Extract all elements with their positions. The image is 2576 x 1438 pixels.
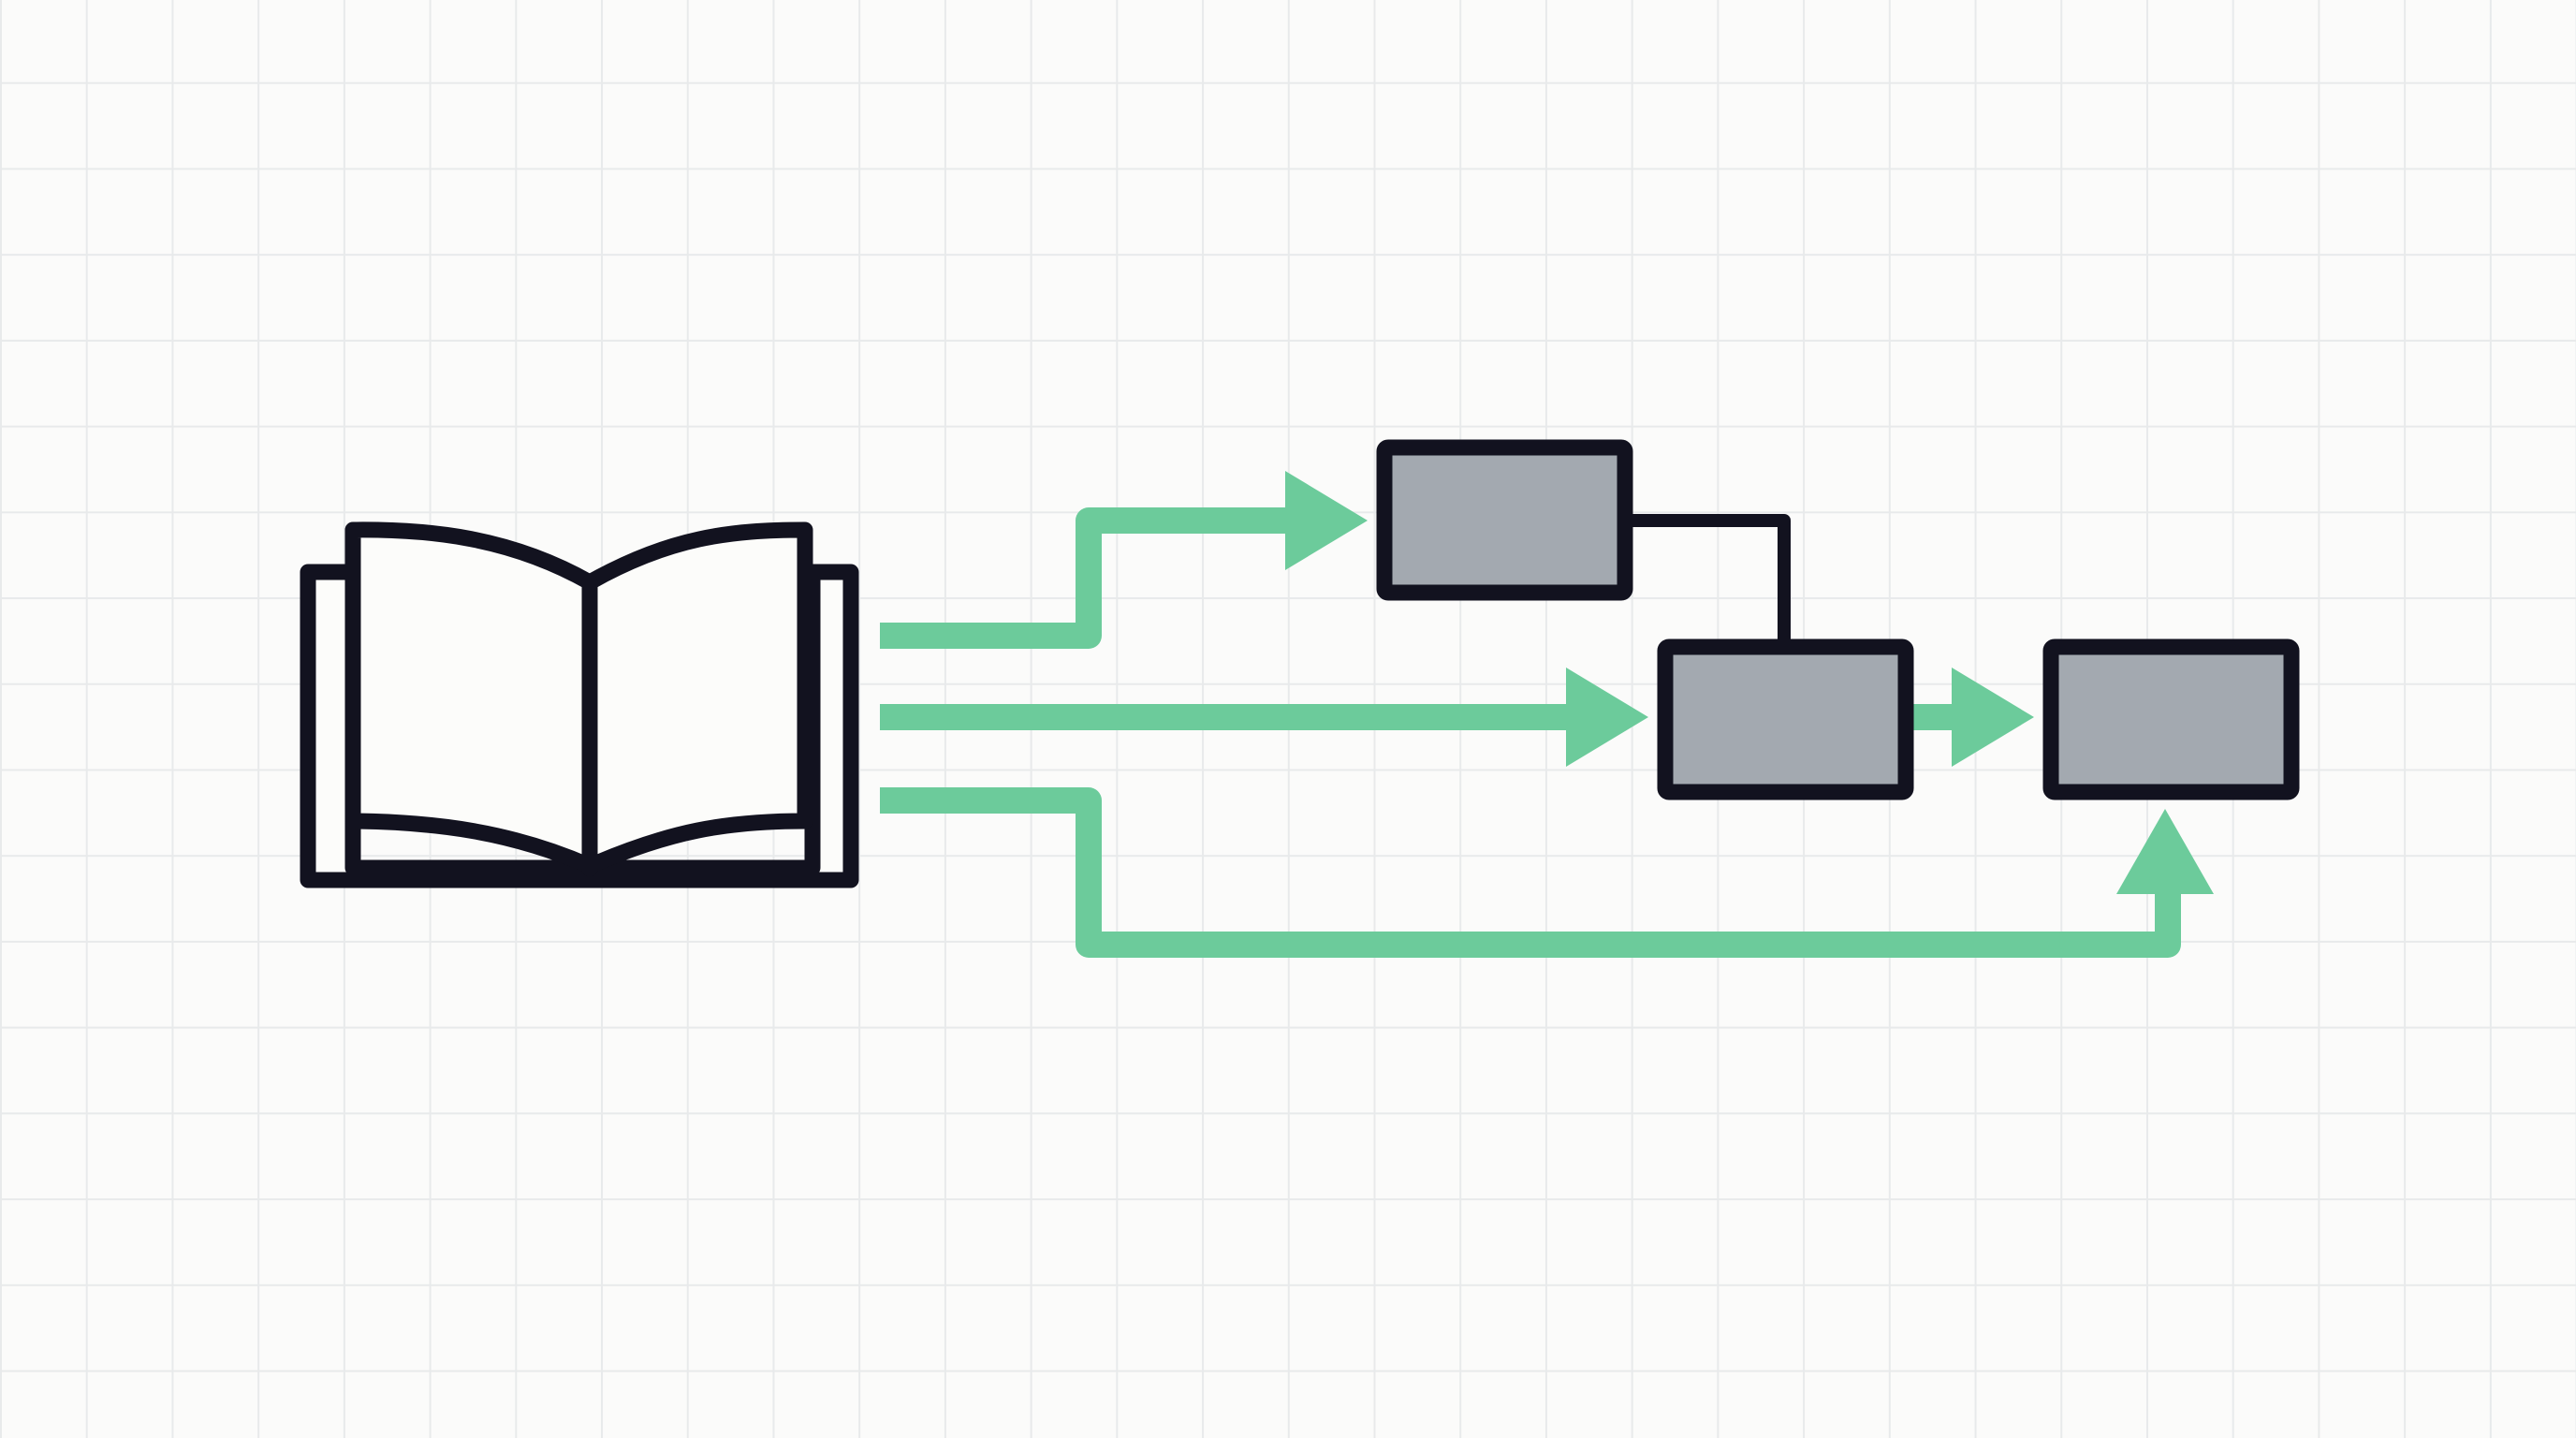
box-middle <box>1657 638 1914 800</box>
arrowhead-box-right-bottom <box>2116 809 2214 894</box>
arrowhead-box-top <box>1285 471 1368 570</box>
box-top <box>1376 439 1633 601</box>
book-left-page <box>344 521 598 874</box>
box-right <box>2042 638 2300 800</box>
arrow-to-box-right-path <box>880 787 2181 958</box>
arrow-to-box-top-path <box>880 507 1285 649</box>
connector-top-to-middle <box>1625 514 1791 641</box>
arrowhead-box-middle <box>1566 668 1648 767</box>
open-book-icon <box>300 521 859 888</box>
book-right-page <box>581 521 813 874</box>
arrowhead-box-right <box>1952 668 2034 767</box>
